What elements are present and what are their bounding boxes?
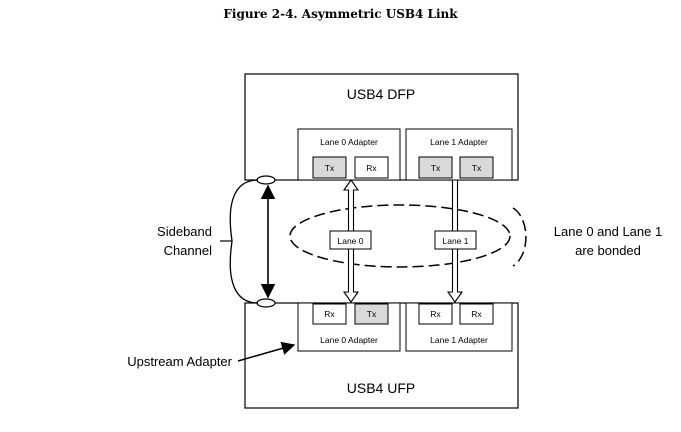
ufp-lane1-adapter-label: Lane 1 Adapter bbox=[430, 335, 488, 345]
ufp-lane0-tx-label: Tx bbox=[367, 309, 377, 319]
dfp-lane1-tx-label-b: Tx bbox=[472, 163, 482, 173]
dfp-lane1-tx-label-a: Tx bbox=[431, 163, 441, 173]
ufp-lane1-rx-port-b bbox=[459, 303, 494, 325]
dfp-lane1-adapter bbox=[405, 128, 513, 181]
ufp-lane0-adapter-label: Lane 0 Adapter bbox=[320, 335, 378, 345]
sideband-label-line1: Sideband bbox=[157, 224, 212, 239]
ufp-lane0-tx-port bbox=[354, 303, 389, 325]
dfp-lane0-tx-port bbox=[312, 156, 347, 179]
ufp-lane0-rx-port bbox=[312, 303, 347, 325]
ufp-title: USB4 UFP bbox=[347, 380, 415, 396]
bonded-dashed-ellipse bbox=[289, 204, 511, 268]
ufp-lane1-rx-label-a: Rx bbox=[430, 309, 441, 319]
bonded-label-line2: are bonded bbox=[575, 243, 641, 258]
lane0-label: Lane 0 bbox=[338, 236, 364, 246]
upstream-adapter-arrow bbox=[237, 341, 296, 362]
bonded-dashed-arc bbox=[512, 207, 527, 267]
lane0-label-box bbox=[329, 230, 372, 250]
sideband-top-connector bbox=[256, 175, 276, 185]
dfp-lane0-rx-label: Rx bbox=[366, 163, 377, 173]
dfp-lane1-tx-port-a bbox=[418, 156, 453, 179]
sideband-bottom-connector bbox=[256, 298, 276, 308]
dfp-lane0-rx-port bbox=[354, 156, 389, 179]
ufp-lane1-rx-label-b: Rx bbox=[471, 309, 482, 319]
ufp-lane1-rx-port-a bbox=[418, 303, 453, 325]
dfp-lane0-adapter-label: Lane 0 Adapter bbox=[320, 137, 378, 147]
lane1-label: Lane 1 bbox=[443, 236, 469, 246]
dfp-title: USB4 DFP bbox=[347, 86, 415, 102]
sideband-label-line2: Channel bbox=[164, 243, 213, 258]
lane1-label-box bbox=[434, 230, 477, 250]
sideband-brace bbox=[229, 179, 259, 304]
bonded-label-line1: Lane 0 and Lane 1 bbox=[554, 224, 662, 239]
dfp-lane1-tx-port-b bbox=[459, 156, 494, 179]
figure-title: Figure 2-4. Asymmetric USB4 Link bbox=[223, 7, 458, 21]
dfp-lane1-adapter-label: Lane 1 Adapter bbox=[430, 137, 488, 147]
dfp-lane0-tx-label: Tx bbox=[325, 163, 335, 173]
ufp-lane0-rx-label: Rx bbox=[324, 309, 335, 319]
upstream-adapter-label: Upstream Adapter bbox=[127, 354, 232, 369]
ufp-lane1-adapter bbox=[405, 302, 513, 352]
